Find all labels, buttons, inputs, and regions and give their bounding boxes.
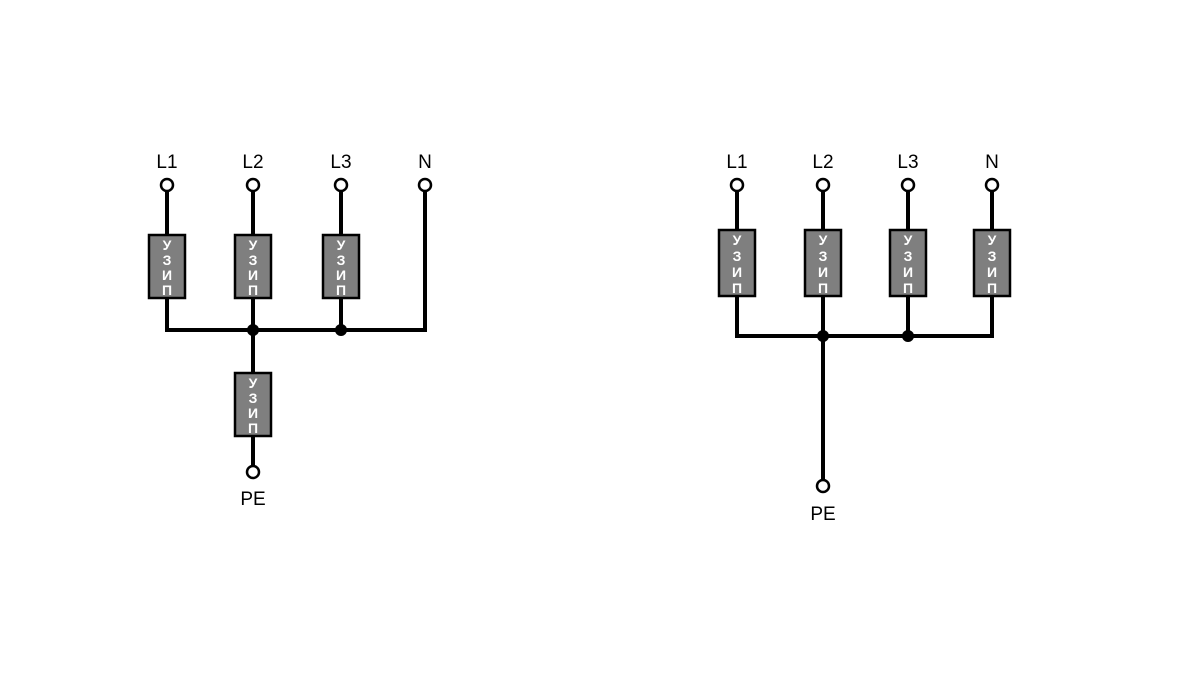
spd-n: У З И П: [972, 228, 1012, 298]
spd-letter: П: [987, 280, 997, 296]
junction-dot: [247, 324, 259, 336]
terminal-l3: [900, 177, 916, 193]
junction-dot: [335, 324, 347, 336]
spd-letter: П: [818, 280, 828, 296]
terminal-l2: [815, 177, 831, 193]
terminal-pe: [815, 478, 831, 494]
terminal-n: [984, 177, 1000, 193]
spd-l2: У З И П: [233, 233, 273, 300]
spd-letter: У: [988, 232, 997, 248]
spd-letter: П: [162, 282, 172, 298]
junction-dot: [817, 330, 829, 342]
spd-letter: И: [732, 264, 742, 280]
terminal-pe: [245, 464, 261, 480]
spd-letter: З: [733, 248, 742, 264]
spd-letter: И: [162, 267, 172, 283]
junction-dot: [902, 330, 914, 342]
spd-l1: У З И П: [147, 233, 187, 300]
label-n: N: [418, 152, 432, 173]
spd-letter: И: [903, 264, 913, 280]
label-l3: L3: [897, 152, 918, 173]
spd-letter: П: [336, 282, 346, 298]
spd-l3: У З И П: [888, 228, 928, 298]
terminal-n: [417, 177, 433, 193]
label-pe: PE: [810, 504, 835, 525]
label-l2: L2: [242, 152, 263, 173]
spd-l3: У З И П: [321, 233, 361, 300]
terminal-l2: [245, 177, 261, 193]
schematic-right: У З И П У З И П У З И П У З И П: [717, 152, 1012, 525]
spd-letter: П: [732, 280, 742, 296]
label-pe: PE: [240, 489, 265, 510]
spd-letter: У: [904, 232, 913, 248]
spd-letter: З: [249, 252, 258, 268]
spd-l2: У З И П: [803, 228, 843, 298]
spd-letter: З: [163, 252, 172, 268]
spd-letter: У: [249, 375, 258, 391]
spd-letter: И: [248, 405, 258, 421]
spd-letter: И: [818, 264, 828, 280]
label-l1: L1: [156, 152, 177, 173]
spd-letter: П: [248, 282, 258, 298]
spd-letter: И: [336, 267, 346, 283]
spd-letter: З: [819, 248, 828, 264]
terminal-l1: [729, 177, 745, 193]
spd-letter: П: [248, 420, 258, 436]
spd-pe: У З И П: [233, 371, 273, 438]
spd-letter: У: [249, 237, 258, 253]
spd-letter: У: [163, 237, 172, 253]
spd-letter: И: [987, 264, 997, 280]
spd-l1: У З И П: [717, 228, 757, 298]
label-n: N: [985, 152, 999, 173]
terminal-l1: [159, 177, 175, 193]
spd-letter: У: [819, 232, 828, 248]
label-l3: L3: [330, 152, 351, 173]
spd-letter: У: [337, 237, 346, 253]
spd-letter: З: [337, 252, 346, 268]
label-l1: L1: [726, 152, 747, 173]
label-l2: L2: [812, 152, 833, 173]
schematic-left: У З И П У З И П У З И П У З И П: [147, 152, 433, 510]
spd-letter: З: [904, 248, 913, 264]
terminal-l3: [333, 177, 349, 193]
spd-letter: П: [903, 280, 913, 296]
spd-letter: И: [248, 267, 258, 283]
spd-letter: З: [249, 390, 258, 406]
spd-letter: У: [733, 232, 742, 248]
spd-letter: З: [988, 248, 997, 264]
